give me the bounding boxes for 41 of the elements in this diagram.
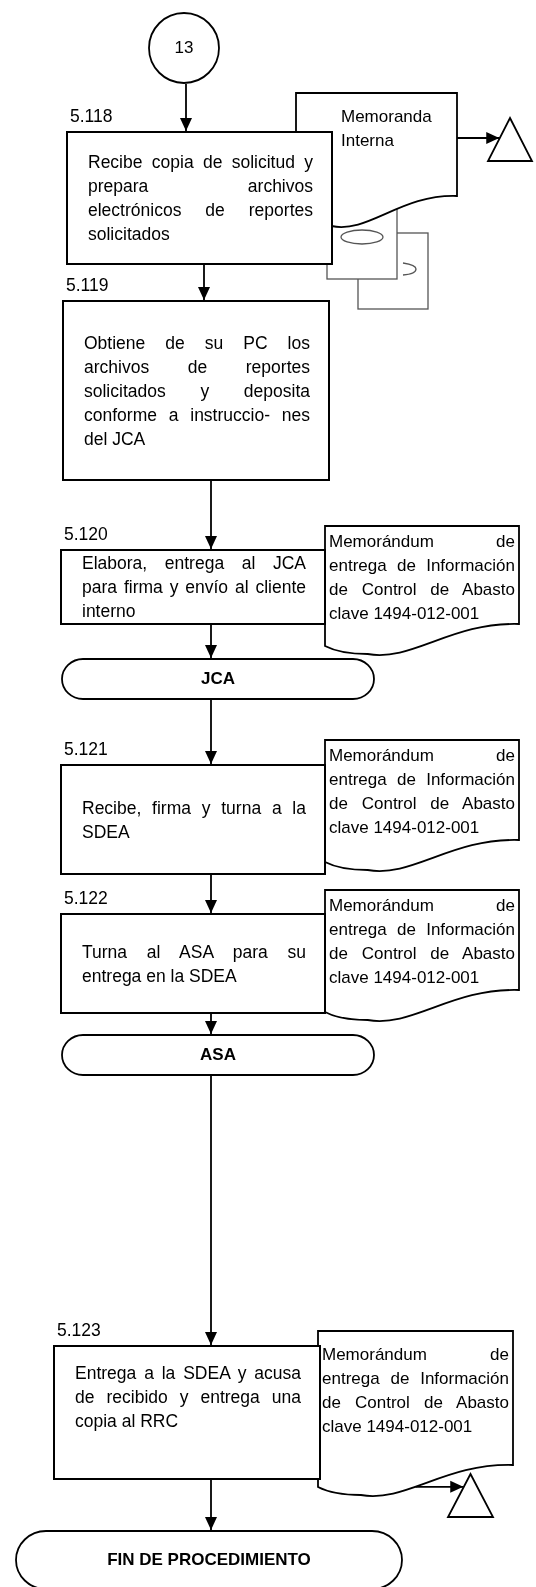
document-text: Memorándum de entrega de Información de Control de Abasto clave 1494-012-001	[321, 1344, 510, 1438]
connector-circle	[148, 12, 220, 84]
connector-number: 13	[174, 38, 194, 58]
arrow	[414, 1480, 465, 1493]
arrow	[205, 1479, 217, 1531]
document-text: Memorándum de entrega de Información de Control de Abasto clave 1494-012-001	[328, 895, 516, 989]
archive-triangle	[447, 1473, 494, 1518]
arrow	[180, 83, 192, 132]
document-shape	[325, 526, 519, 654]
step-number: 5.121	[64, 738, 108, 761]
terminal-shape	[15, 1530, 403, 1587]
arrow	[205, 480, 217, 550]
document-shape	[325, 740, 519, 870]
step-text: Recibe copia de solicitud y prepara archivos electrónicos de reportes solicitados	[88, 151, 313, 246]
step-number: 5.118	[70, 105, 113, 128]
document-shape	[325, 890, 519, 1020]
archive-triangle	[487, 117, 533, 162]
step-number: 5.123	[57, 1319, 101, 1342]
terminal-shape	[61, 658, 375, 700]
arrow	[205, 624, 217, 659]
step-text: Obtiene de su PC los archivos de reportes solicitados y deposita conforme a instruccio- nes del JCA	[84, 331, 310, 451]
arrow	[205, 874, 217, 914]
step-number: 5.122	[64, 887, 108, 910]
document-shape	[318, 1331, 513, 1495]
terminal-shape	[61, 1034, 375, 1076]
step-text: Entrega a la SDEA y acusa de recibido y entrega una copia al RRC	[75, 1362, 301, 1433]
arrow	[198, 264, 210, 301]
arrow	[205, 1075, 217, 1346]
document-text: Memorándum de entrega de Información de Control de Abasto clave 1494-012-001	[328, 531, 516, 625]
step-number: 5.120	[64, 523, 108, 546]
terminal-label: JCA	[201, 669, 235, 689]
terminal-label: FIN DE PROCEDIMIENTO	[107, 1550, 311, 1570]
step-text: Turna al ASA para su entrega en la SDEA	[82, 940, 306, 988]
arrow	[205, 699, 217, 765]
arrow	[205, 1013, 217, 1035]
step-text: Recibe, firma y turna a la SDEA	[82, 796, 306, 844]
document-text: Memorándum de entrega de Información de Control de Abasto clave 1494-012-001	[328, 745, 516, 839]
document-text: Memoranda Interna	[340, 106, 433, 152]
step-text: Elabora, entrega al JCA para firma y envío al cliente interno	[82, 552, 306, 623]
step-number: 5.119	[66, 274, 109, 297]
terminal-label: ASA	[200, 1045, 236, 1065]
